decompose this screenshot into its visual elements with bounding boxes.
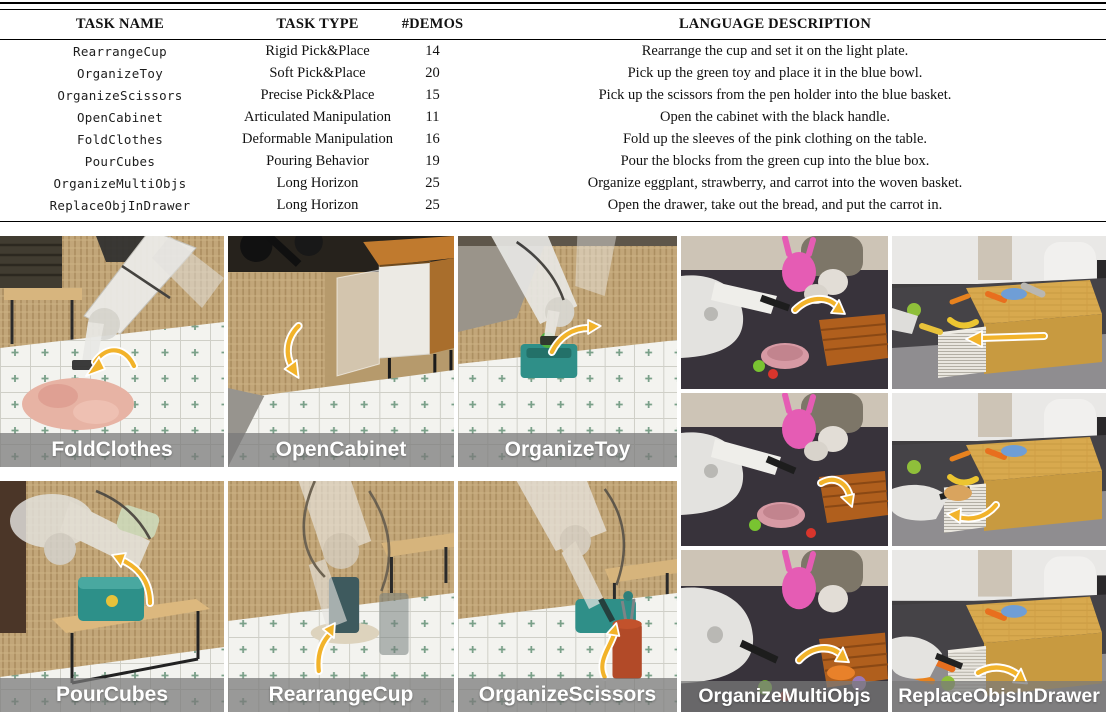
table-row: OrganizeToy Soft Pick&Place 20 Pick up t…	[0, 62, 1106, 84]
header-task-name: TASK NAME	[75, 16, 165, 32]
motion-arrow-icon	[547, 319, 602, 356]
photo-opencabinet: OpenCabinet	[228, 236, 454, 467]
header-demos: #DEMOS	[401, 16, 464, 32]
description-cell: Pick up the green toy and place it in th…	[627, 64, 923, 81]
task-type-cell: Soft Pick&Place	[269, 64, 366, 81]
description-cell: Open the cabinet with the black handle.	[660, 108, 890, 125]
description-cell: Open the drawer, take out the bread, and…	[607, 196, 943, 213]
table-row: ReplaceObjInDrawer Long Horizon 25 Open …	[0, 194, 1106, 216]
motion-arrow-icon	[965, 330, 1048, 348]
motion-arrow-icon	[817, 475, 855, 508]
task-table: TASK NAME TASK TYPE #DEMOS LANGUAGE DESC…	[0, 0, 1106, 234]
task-name-cell: OrganizeMultiObjs	[53, 175, 187, 191]
header-task-type: TASK TYPE	[276, 16, 359, 32]
photo-label: OpenCabinet	[228, 433, 454, 467]
photo-organizemultiobjs-2	[681, 393, 888, 546]
robot-arm	[892, 636, 964, 679]
table-row: OrganizeScissors Precise Pick&Place 15 P…	[0, 84, 1106, 106]
objects	[907, 445, 1027, 486]
task-type-cell: Long Horizon	[276, 174, 359, 191]
photo-foldclothes: FoldClothes	[0, 236, 224, 467]
demos-cell: 15	[425, 86, 440, 103]
task-type-cell: Articulated Manipulation	[244, 108, 391, 125]
robot-arm	[10, 489, 160, 569]
task-name-cell: OpenCabinet	[76, 109, 164, 125]
robot-arm	[681, 587, 779, 684]
description-cell: Rearrange the cup and set it on the ligh…	[641, 42, 909, 59]
photo-replaceobjsindrawer-1	[892, 236, 1106, 389]
table-row: PourCubes Pouring Behavior 19 Pour the b…	[0, 150, 1106, 172]
demos-cell: 25	[425, 174, 440, 191]
photo-grid: FoldClothes	[0, 236, 1106, 712]
task-type-cell: Pouring Behavior	[266, 152, 369, 169]
photo-organizescissors: OrganizeScissors	[458, 481, 677, 712]
task-name-cell: FoldClothes	[76, 131, 164, 147]
photo-organizetoy: OrganizeToy	[458, 236, 677, 467]
photo-replaceobjsindrawer-2	[892, 393, 1106, 546]
table-header-row: TASK NAME TASK TYPE #DEMOS LANGUAGE DESC…	[0, 10, 1106, 39]
motion-arrow-icon	[974, 663, 1028, 685]
motion-arrow-icon	[946, 501, 1000, 524]
task-name-cell: PourCubes	[84, 153, 156, 169]
task-name-cell: OrganizeToy	[76, 65, 164, 81]
table-row: RearrangeCup Rigid Pick&Place 14 Rearran…	[0, 40, 1106, 62]
task-name-cell: RearrangeCup	[73, 43, 167, 59]
photo-organizemultiobjs-3: OrganizeMultiObjs	[681, 550, 888, 712]
demos-cell: 25	[425, 196, 440, 213]
task-type-cell: Deformable Manipulation	[242, 130, 393, 147]
task-name-cell: ReplaceObjInDrawer	[49, 197, 191, 213]
table-bottom-rule	[0, 221, 1106, 222]
objects	[907, 282, 1046, 335]
task-type-cell: Rigid Pick&Place	[265, 42, 370, 59]
motion-arrow-icon	[598, 622, 621, 681]
table-row: FoldClothes Deformable Manipulation 16 F…	[0, 128, 1106, 150]
motion-arrow-icon	[791, 295, 846, 315]
robot-arm	[681, 432, 797, 515]
description-cell: Pour the blocks from the green cup into …	[620, 152, 930, 169]
robot-arm	[681, 275, 791, 358]
demos-cell: 20	[425, 64, 440, 81]
photo-label: FoldClothes	[0, 433, 224, 467]
task-type-cell: Precise Pick&Place	[260, 86, 375, 103]
photo-label: OrganizeToy	[458, 433, 677, 467]
photo-label: RearrangeCup	[228, 678, 454, 712]
robot-arm	[491, 236, 617, 345]
photo-pourcubes: PourCubes	[0, 481, 224, 712]
header-language-description: LANGUAGE DESCRIPTION	[678, 16, 872, 32]
robot-arm	[892, 308, 918, 334]
motion-arrow-icon	[314, 622, 336, 675]
motion-arrow-icon	[111, 552, 154, 607]
task-name-cell: OrganizeScissors	[57, 87, 183, 103]
robot-arm	[516, 481, 626, 623]
photo-label: ReplaceObjsInDrawer	[892, 681, 1106, 712]
photo-label: OrganizeScissors	[458, 678, 677, 712]
photo-replaceobjsindrawer-3: ReplaceObjsInDrawer	[892, 550, 1106, 712]
photo-label: PourCubes	[0, 678, 224, 712]
table-top-rule	[0, 2, 1106, 10]
drawer-box	[943, 437, 1102, 533]
demos-cell: 14	[425, 42, 440, 59]
robot-arm	[72, 236, 224, 370]
table-row: OpenCabinet Articulated Manipulation 11 …	[0, 106, 1106, 128]
motion-arrow-icon	[85, 346, 138, 377]
description-cell: Organize eggplant, strawberry, and carro…	[587, 174, 963, 191]
description-cell: Fold up the sleeves of the pink clothing…	[622, 130, 928, 147]
table-row: OrganizeMultiObjs Long Horizon 25 Organi…	[0, 172, 1106, 194]
robot-arm	[298, 481, 391, 629]
robot-arm	[892, 484, 972, 521]
demos-cell: 11	[425, 108, 440, 125]
table-mid-rule	[0, 39, 1106, 40]
photo-rearrangecup: RearrangeCup	[228, 481, 454, 712]
photo-organizemultiobjs-1	[681, 236, 888, 389]
motion-arrow-icon	[795, 644, 850, 665]
demos-cell: 19	[425, 152, 440, 169]
task-type-cell: Long Horizon	[276, 196, 359, 213]
demos-cell: 16	[425, 130, 440, 147]
photo-label: OrganizeMultiObjs	[681, 681, 888, 712]
motion-arrow-icon	[283, 322, 303, 379]
description-cell: Pick up the scissors from the pen holder…	[598, 86, 952, 103]
